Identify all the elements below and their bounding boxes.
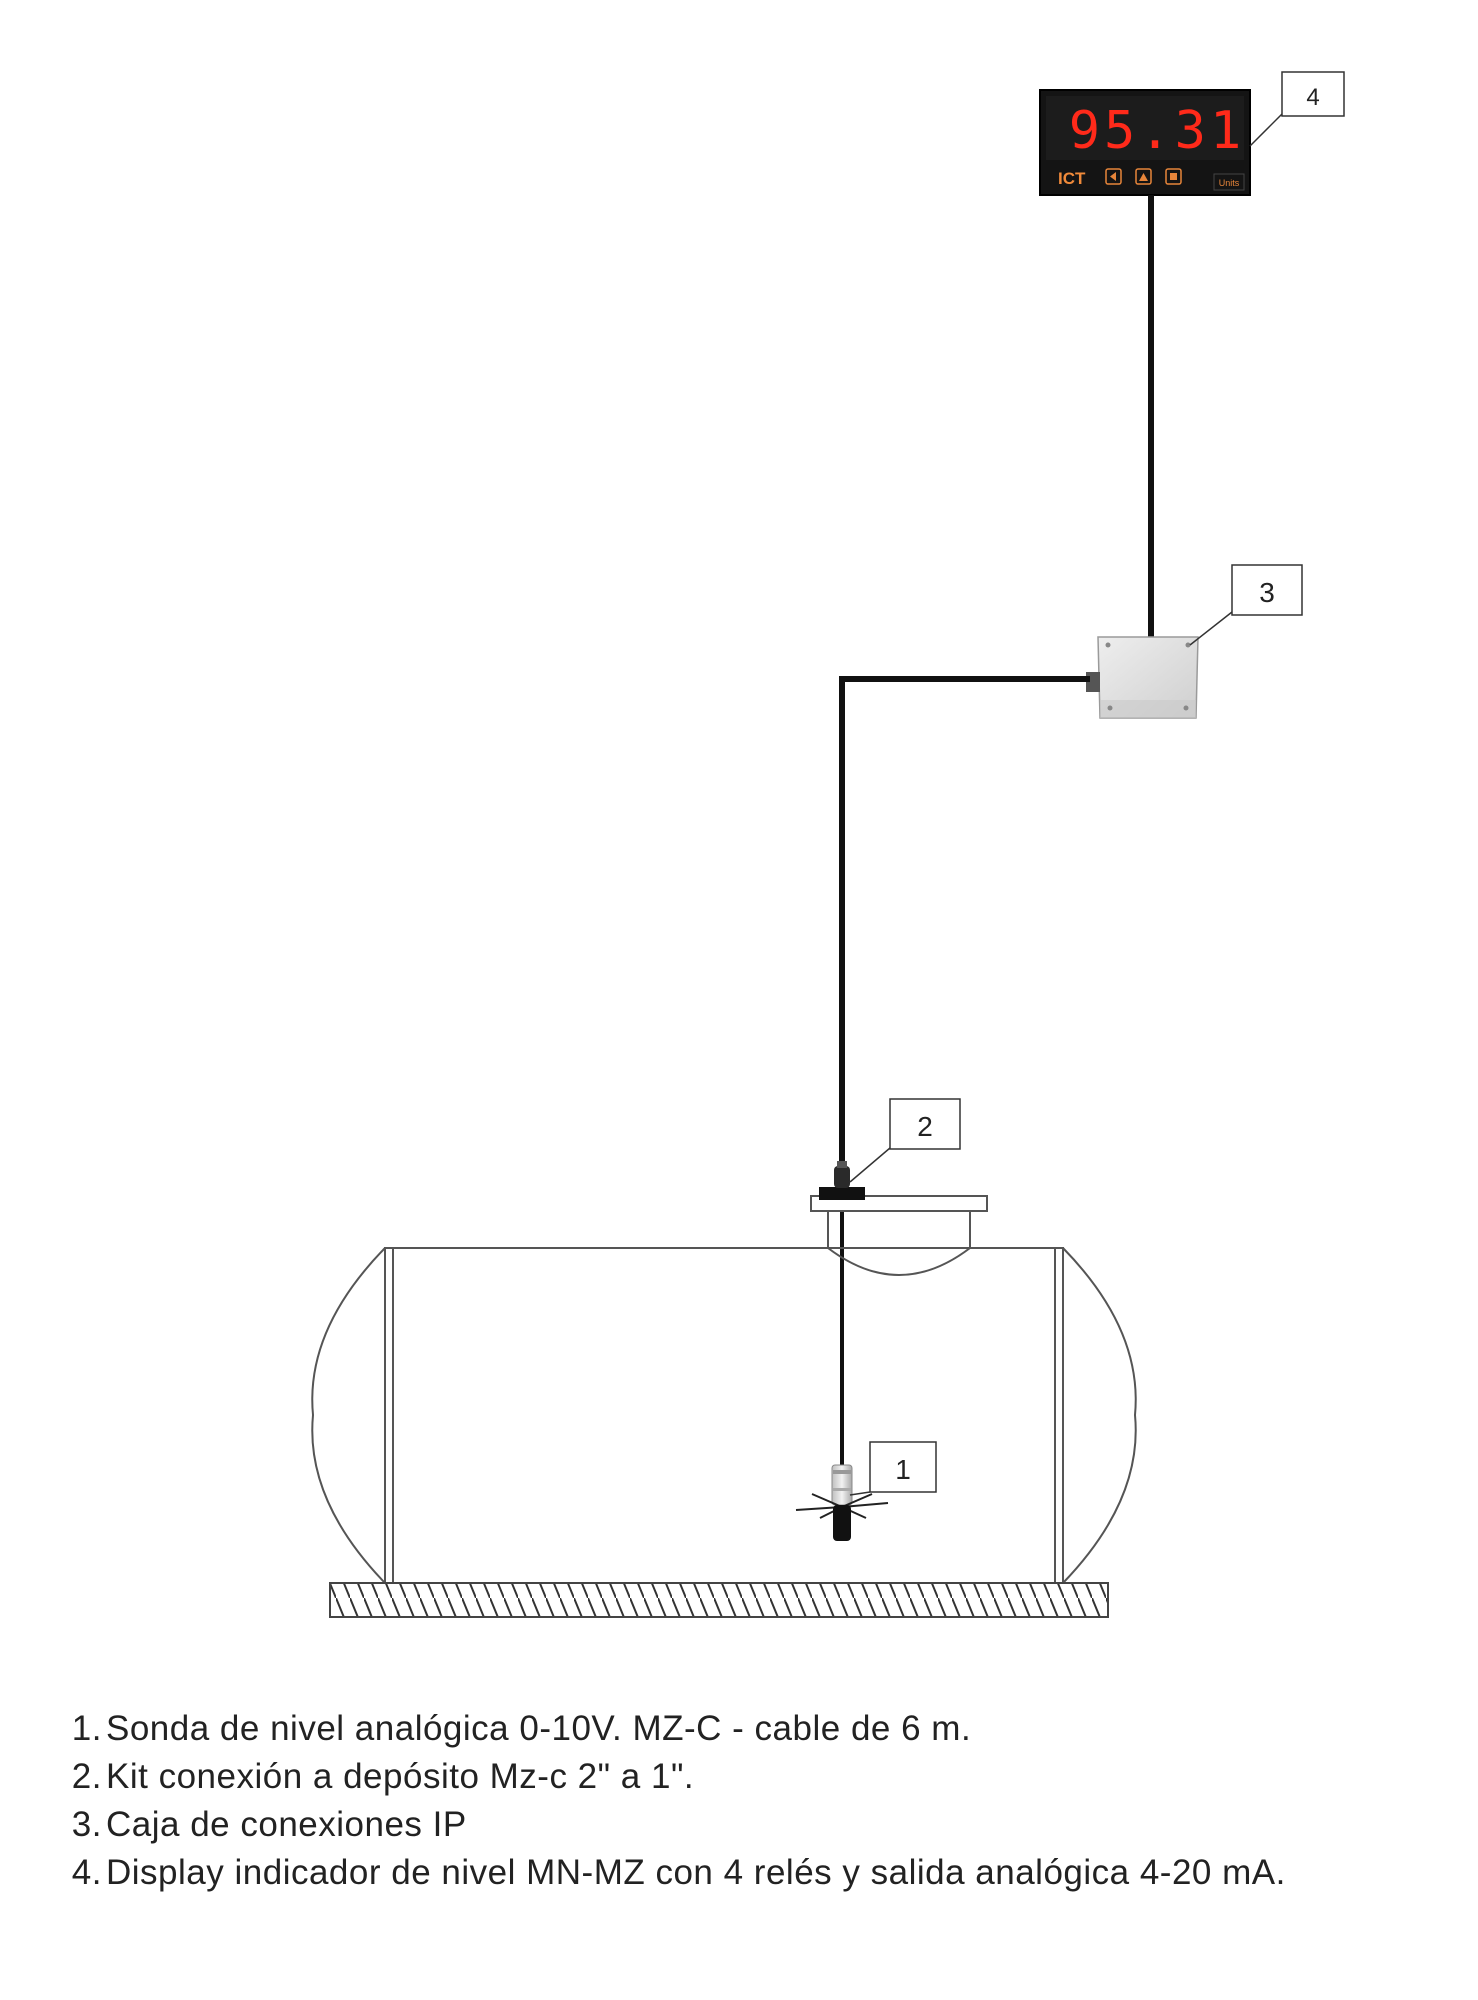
display-reading: 95.31 [1069, 101, 1246, 161]
tank-right-head [1062, 1247, 1137, 1584]
junction-box [1086, 636, 1199, 719]
cable-box-to-probe [839, 676, 1090, 1180]
arrow-left-icon [1110, 172, 1116, 181]
legend-text: Kit conexión a depósito Mz-c 2" a 1". [106, 1757, 695, 1796]
callout-3-box [1231, 564, 1303, 616]
manhole-dome [827, 1247, 971, 1276]
connection-kit [819, 1161, 865, 1200]
display-screen [1046, 96, 1244, 160]
callout-2-leader [849, 1147, 891, 1183]
legend-item-4: 4. Display indicador de nivel MN-MZ con … [60, 1849, 1440, 1897]
legend-number: 3. [71, 1805, 102, 1844]
level-display-unit: 95.31 ICT Units [1039, 89, 1251, 196]
callout-3-leader [1189, 611, 1233, 646]
callout-1-number: 1 [895, 1454, 911, 1485]
display-units-label: Units [1219, 178, 1240, 188]
legend-number: 2. [71, 1757, 102, 1796]
display-enter-button[interactable] [1165, 168, 1182, 185]
manhole-neck [827, 1211, 971, 1248]
legend-text: Sonda de nivel analógica 0-10V. MZ-C - c… [106, 1709, 972, 1748]
legend-number: 1. [71, 1709, 102, 1748]
legend-item-1: 1. Sonda de nivel analógica 0-10V. MZ-C … [60, 1705, 1440, 1753]
legend-text: Caja de conexiones IP [106, 1805, 467, 1844]
legend-item-2: 2. Kit conexión a depósito Mz-c 2" a 1". [60, 1753, 1440, 1801]
square-icon [1170, 173, 1177, 180]
tank [311, 1195, 1137, 1584]
callout-4-box [1281, 71, 1345, 117]
arrow-up-icon [1139, 173, 1148, 181]
legend-list: 1. Sonda de nivel analógica 0-10V. MZ-C … [60, 1705, 1440, 1897]
callout-2-number: 2 [917, 1111, 933, 1142]
legend-text: Display indicador de nivel MN-MZ con 4 r… [106, 1853, 1286, 1892]
display-left-button[interactable] [1105, 168, 1122, 185]
tank-left-ring [384, 1247, 394, 1584]
callout-3-number: 3 [1259, 577, 1275, 608]
callout-1-leader [849, 1491, 871, 1496]
callout-4-leader [1249, 113, 1283, 147]
callout-2-box [889, 1098, 961, 1150]
tank-left-head [311, 1247, 386, 1584]
callout-1-box [869, 1441, 937, 1493]
ground-base [329, 1582, 1109, 1618]
display-up-button[interactable] [1135, 168, 1152, 185]
callout-4-number: 4 [1306, 84, 1319, 111]
legend-item-3: 3. Caja de conexiones IP [60, 1801, 1440, 1849]
level-probe [795, 1464, 889, 1541]
tank-right-ring [1054, 1247, 1064, 1584]
legend-number: 4. [71, 1853, 102, 1892]
display-brand: ICT [1058, 169, 1086, 188]
